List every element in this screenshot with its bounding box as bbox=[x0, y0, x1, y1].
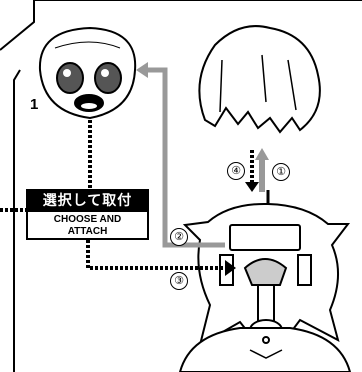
label-japanese: 選択して取付 bbox=[28, 191, 147, 212]
step-4-marker: ④ bbox=[227, 162, 245, 180]
step-2-marker: ② bbox=[170, 228, 188, 246]
part-number: 1 bbox=[30, 96, 39, 113]
choose-and-attach-label: 選択して取付 CHOOSE AND ATTACH bbox=[26, 189, 149, 240]
hair-part-illustration bbox=[198, 25, 321, 134]
label-english: CHOOSE AND ATTACH bbox=[53, 214, 122, 237]
face-part-illustration bbox=[38, 26, 137, 120]
arrows bbox=[0, 62, 269, 276]
body-part-illustration bbox=[178, 202, 352, 372]
step-1-marker: ① bbox=[272, 163, 290, 181]
step-3-marker: ③ bbox=[170, 272, 188, 290]
